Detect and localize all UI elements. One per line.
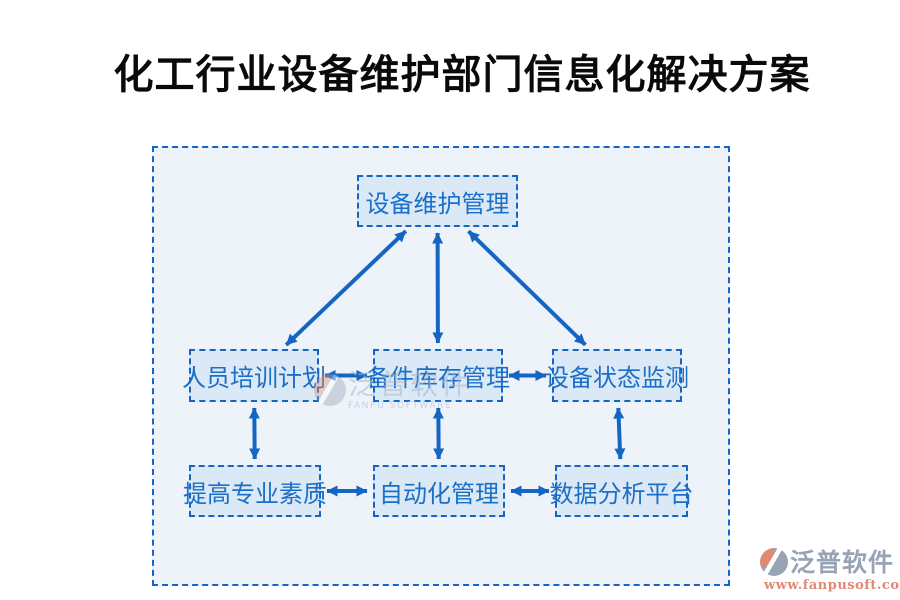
- node-label: 设备维护管理: [365, 189, 510, 218]
- node-personnel-training-plan: 人员培训计划: [182, 349, 326, 402]
- node-label: 设备状态监测: [545, 364, 689, 392]
- node-improve-professional-quality: 提高专业素质: [183, 465, 327, 517]
- node-label: 人员培训计划: [182, 364, 326, 392]
- edge-arrow: [467, 229, 587, 347]
- edge-arrow: [284, 229, 408, 347]
- footer-brand: 泛普软件: [790, 547, 895, 577]
- node-spare-parts-inventory: 备件库存管理: [366, 349, 510, 402]
- page-title: 化工行业设备维护部门信息化解决方案: [113, 52, 811, 98]
- node-data-analysis-platform: 数据分析平台: [550, 465, 694, 517]
- footer-website: www.fanpusoft.com: [764, 578, 900, 593]
- node-label: 自动化管理: [379, 479, 499, 508]
- node-equipment-maintenance-management: 设备维护管理: [357, 175, 518, 227]
- node-label: 数据分析平台: [549, 479, 694, 508]
- diagram-container: 设备维护管理 人员培训计划 备件库存管理 设备状态监测 提高专业素质 自动化管理…: [152, 146, 730, 586]
- node-equipment-status-monitoring: 设备状态监测: [545, 349, 689, 402]
- node-label: 备件库存管理: [366, 364, 510, 392]
- node-automation-management: 自动化管理: [373, 465, 505, 517]
- fanpu-logo-icon: [760, 548, 788, 576]
- footer-logo: 泛普软件 www.fanpusoft.com: [760, 548, 900, 593]
- node-label: 提高专业素质: [183, 479, 327, 508]
- edges-layer: [248, 229, 626, 497]
- edge-arrow: [613, 407, 626, 460]
